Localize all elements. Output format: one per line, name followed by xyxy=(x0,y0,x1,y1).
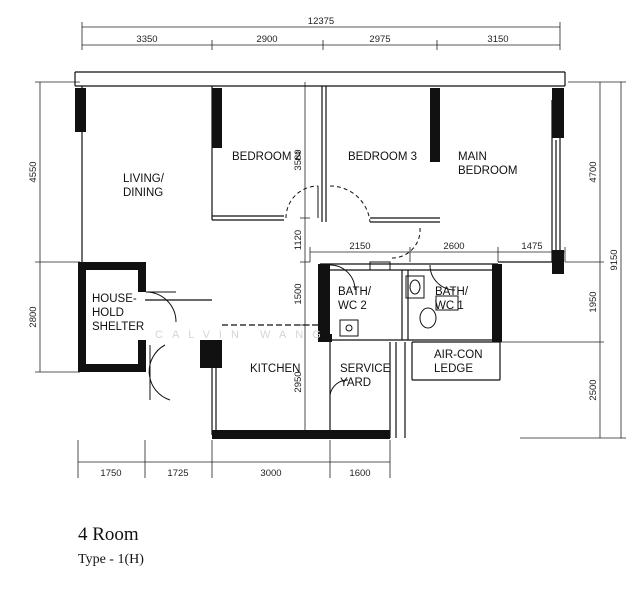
dim-top-4: 3150 xyxy=(487,34,508,45)
watermark: CALVIN WANG xyxy=(155,329,330,341)
dim-left-1: 4550 xyxy=(28,161,39,182)
room-kitchen: KITCHEN xyxy=(250,363,300,375)
room-aircon-ledge: AIR-CON LEDGE xyxy=(434,349,486,375)
thin-walls xyxy=(74,71,566,438)
dim-left-2: 2800 xyxy=(28,306,39,327)
dim-center-1: 3580 xyxy=(293,149,304,170)
dim-center-4: 2950 xyxy=(293,371,304,392)
room-main-bedroom: MAIN BEDROOM xyxy=(458,151,517,177)
dim-inner-2: 2600 xyxy=(443,241,464,252)
dim-top-3: 2975 xyxy=(369,34,390,45)
dim-bottom-4: 1600 xyxy=(349,468,370,479)
plan-title: 4 Room xyxy=(78,524,139,545)
doors xyxy=(145,185,456,401)
room-shelter: HOUSE- HOLD SHELTER xyxy=(92,293,144,333)
dim-center-3: 1500 xyxy=(293,283,304,304)
dim-right-inner-1: 4700 xyxy=(588,161,599,182)
fixtures xyxy=(339,261,459,337)
room-bath-2: BATH/ WC 2 xyxy=(338,286,374,312)
dim-right-outer: 9150 xyxy=(609,249,620,270)
dim-overall-width: 12375 xyxy=(308,16,334,27)
dim-center-2: 1120 xyxy=(293,230,304,250)
room-living: LIVING/ DINING xyxy=(123,173,167,199)
dim-right-inner-2: 1950 xyxy=(588,291,599,312)
dim-top-2: 2900 xyxy=(256,34,277,45)
dim-bottom-2: 1725 xyxy=(167,468,188,479)
thick-walls xyxy=(75,88,564,439)
room-service-yard: SERVICE YARD xyxy=(340,363,393,389)
room-bedroom-2: BEDROOM 2 xyxy=(232,151,301,163)
dim-bottom-3: 3000 xyxy=(260,468,281,479)
room-bath-1: BATH/ WC 1 xyxy=(435,286,471,312)
dim-right-inner-3: 2500 xyxy=(588,379,599,400)
room-bedroom-3: BEDROOM 3 xyxy=(348,151,417,163)
dim-top-1: 3350 xyxy=(136,34,157,45)
dim-inner-3: 1475 xyxy=(521,241,542,252)
dim-bottom-1: 1750 xyxy=(100,468,121,479)
dimension-lines xyxy=(35,22,626,478)
plan-type: Type - 1(H) xyxy=(78,552,144,567)
dim-inner-1: 2150 xyxy=(349,241,370,252)
